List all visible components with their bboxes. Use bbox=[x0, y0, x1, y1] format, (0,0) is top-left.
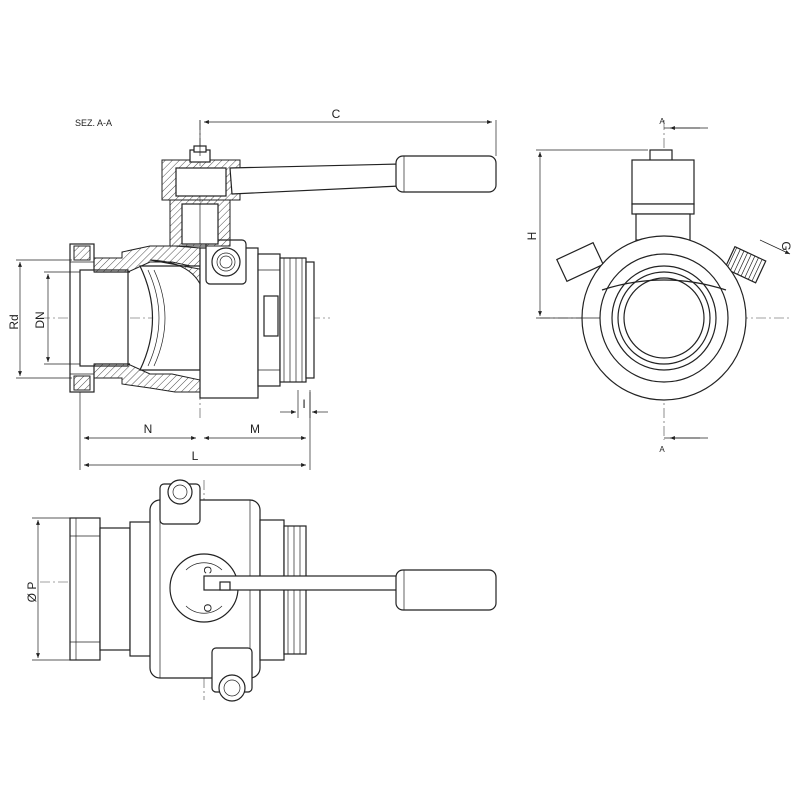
dimension-c: C bbox=[332, 107, 341, 121]
front-dimensions: C Rd DN I N M L bbox=[7, 107, 497, 470]
side-view bbox=[540, 120, 790, 440]
dimension-rd: Rd bbox=[7, 314, 21, 329]
section-marker-top: A bbox=[659, 117, 665, 126]
side-dimensions: H G A A bbox=[525, 117, 793, 454]
dimension-m: M bbox=[250, 422, 260, 436]
dimension-h: H bbox=[525, 232, 539, 241]
dimension-i: I bbox=[302, 397, 305, 411]
top-view: C O bbox=[40, 479, 497, 702]
section-title: SEZ. A-A bbox=[75, 118, 112, 128]
dimension-p: Ø P bbox=[25, 582, 39, 603]
dimension-l: L bbox=[192, 449, 199, 463]
knob-mark-closed: C bbox=[201, 566, 213, 574]
top-dimensions: Ø P bbox=[25, 517, 72, 661]
dimension-dn: DN bbox=[33, 311, 47, 328]
dimension-n: N bbox=[144, 422, 153, 436]
dimension-g: G bbox=[779, 241, 793, 250]
knob-mark-open: O bbox=[201, 604, 213, 613]
section-marker-bottom: A bbox=[659, 445, 665, 454]
front-section-view bbox=[40, 120, 497, 418]
